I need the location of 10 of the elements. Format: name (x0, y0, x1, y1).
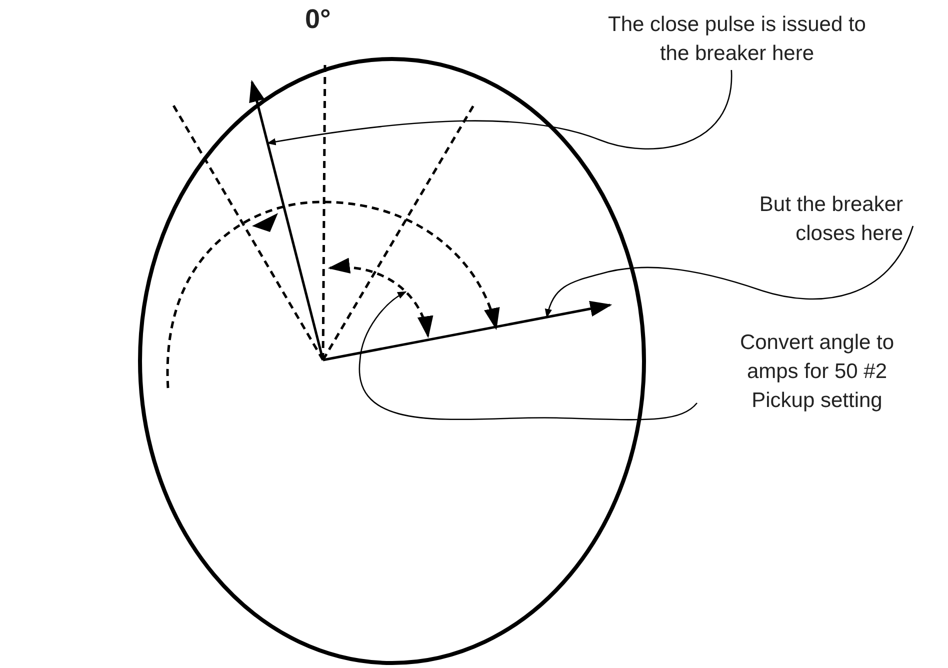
angle-arc (328, 259, 433, 338)
callout-text: Convert angle to amps for 50 #2 Pickup setting (738, 330, 896, 414)
leader-line (266, 70, 732, 150)
callout-text: But the breaker closes here (758, 192, 903, 247)
callout-text: The close pulse is issued to the breaker here (607, 12, 867, 67)
vector-arrow (248, 80, 324, 360)
angle-label: 0° (305, 4, 331, 35)
vector-arrow (322, 300, 612, 362)
leader-line (545, 226, 914, 318)
leader-line (359, 291, 698, 420)
